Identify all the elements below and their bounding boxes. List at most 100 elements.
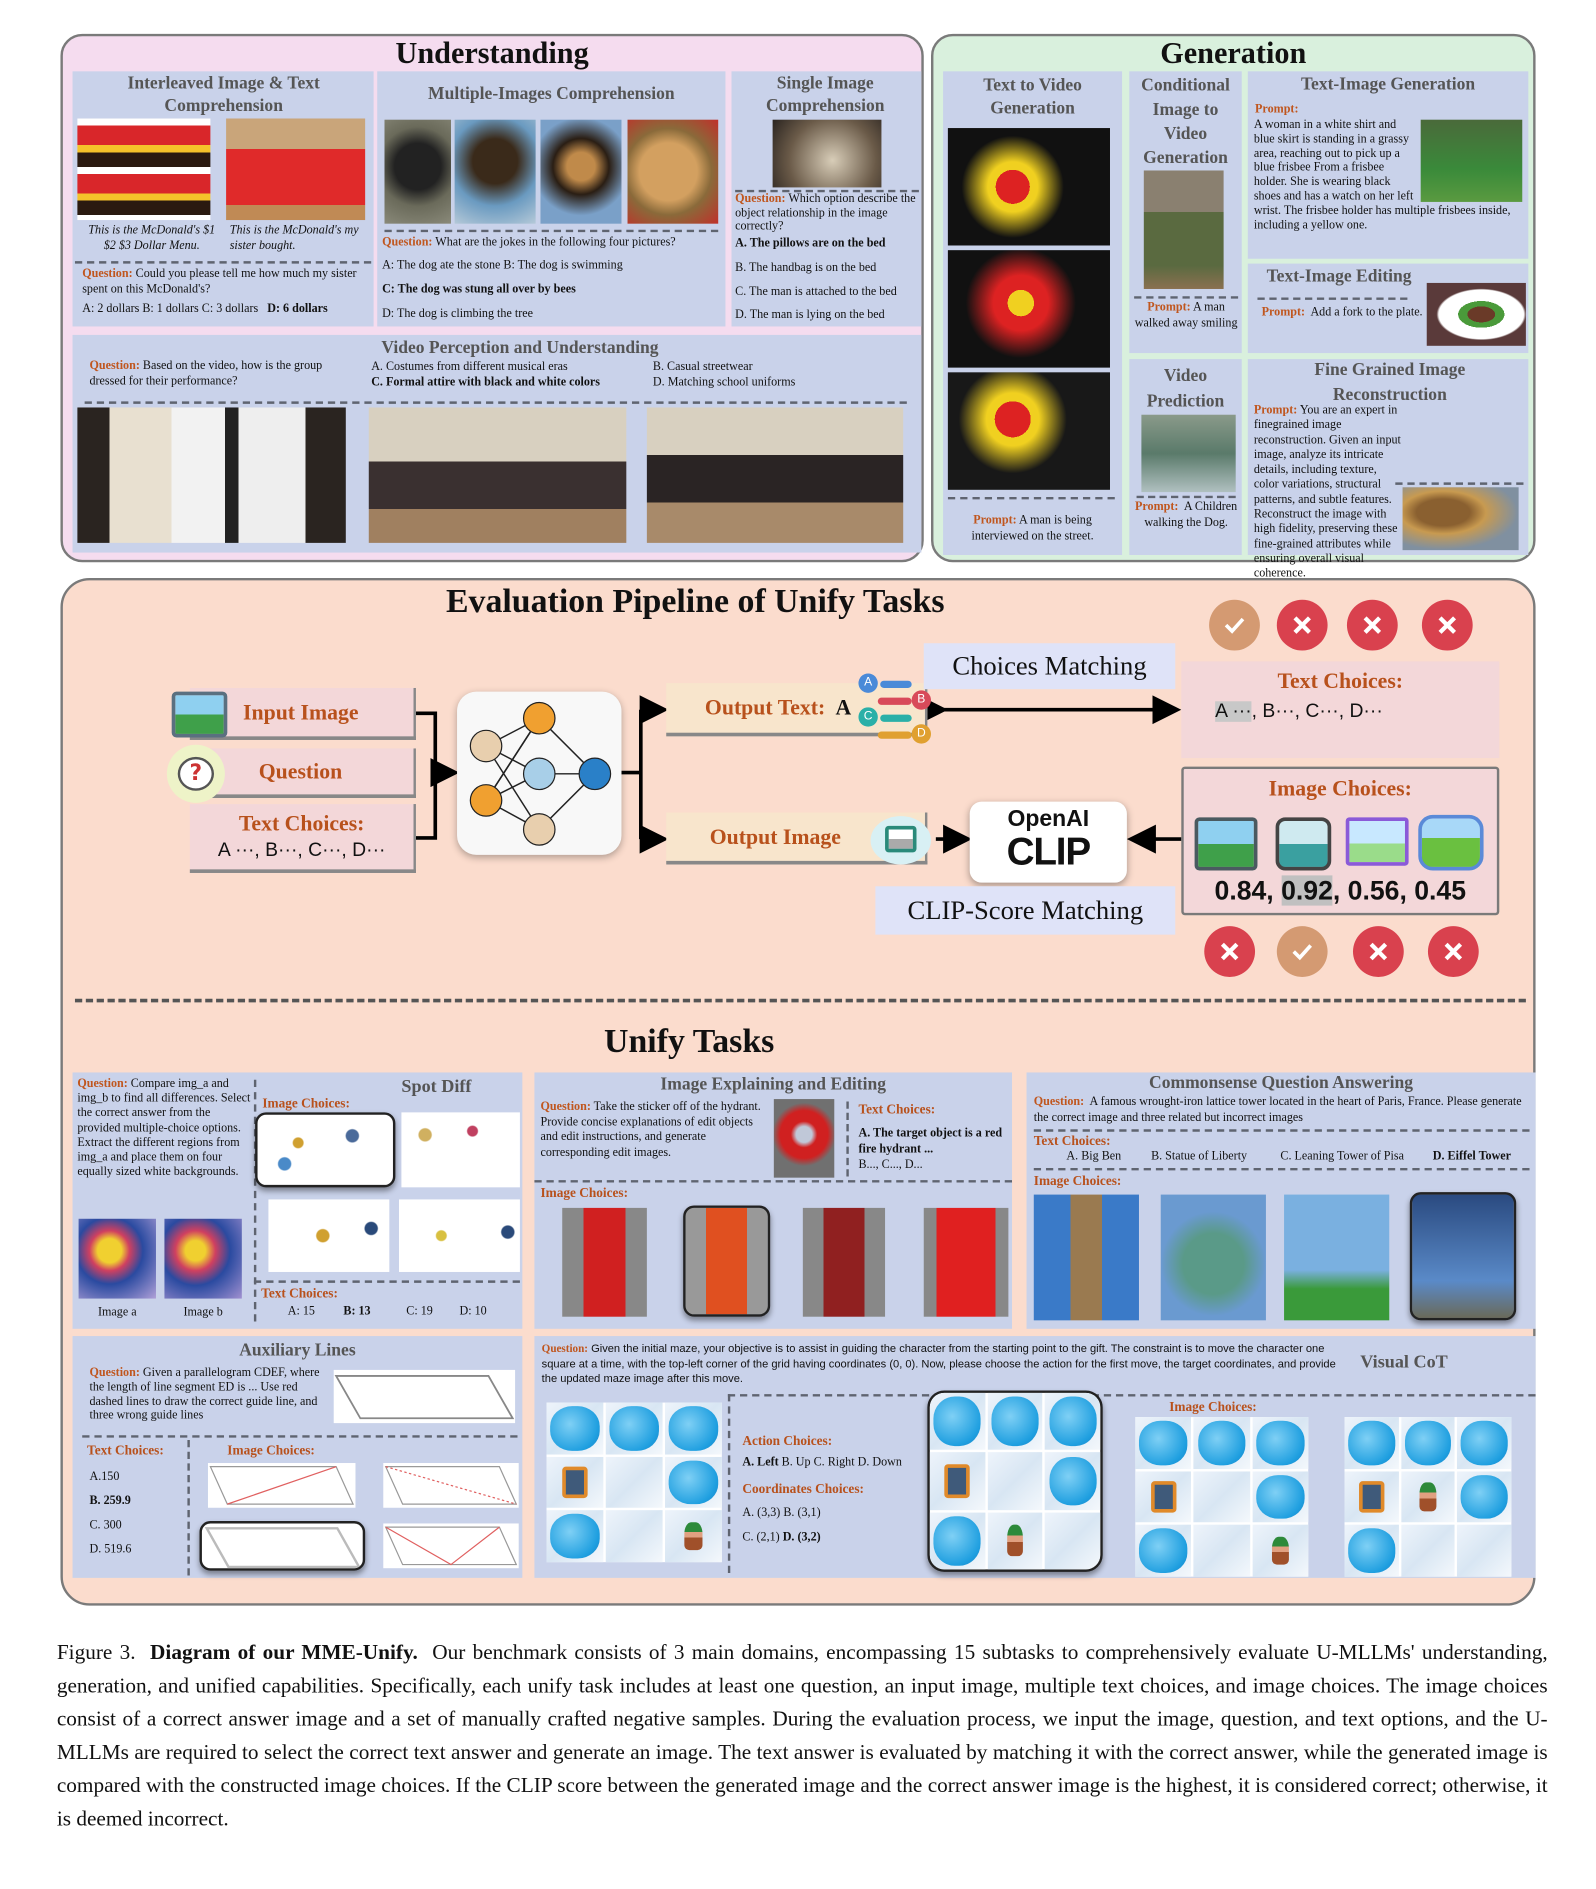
ice-hole-icon [1461, 1420, 1508, 1466]
clip-logo-text: CLIP [1006, 829, 1092, 873]
hydrant-choice [923, 1207, 1009, 1317]
choice: B. Statue of Liberty [1151, 1149, 1248, 1164]
ci2v-title: Conditional Image to Video Generation [1141, 76, 1230, 169]
question-text: Question: Based on the video, how is the… [89, 359, 323, 388]
unify-title: Unify Tasks [604, 1022, 775, 1061]
choice-answer: B: 13 [343, 1304, 371, 1318]
maze-cell-ice [605, 1402, 663, 1455]
gift-icon [1150, 1481, 1177, 1513]
parallelogram-figure [333, 1369, 516, 1424]
elf-character-icon [1271, 1536, 1289, 1566]
vp-box: Video Prediction Prompt: A Children walk… [1129, 359, 1242, 555]
action-choices: A. Left B. Up C. Right D. Down [742, 1455, 902, 1470]
mcdonalds-menu-image [77, 118, 211, 221]
hydrant-choice [562, 1207, 647, 1317]
coordinate-choices: A. (3,3) B. (3,1) [742, 1506, 821, 1520]
cross-icon [1276, 599, 1328, 651]
ice-hole-icon [1404, 1420, 1452, 1466]
maze-cell-ice [1344, 1417, 1399, 1469]
question-text: Question: Given a parallelogram CDEF, wh… [89, 1366, 320, 1423]
image-icon [171, 691, 228, 738]
figure-title: Diagram of our MME-Unify. [150, 1639, 418, 1664]
aux-lines-box: Auxiliary Lines Question: Given a parall… [72, 1336, 523, 1578]
text-choices-label: Text Choices: [1033, 1134, 1111, 1149]
gift-icon [1359, 1481, 1384, 1513]
mllm-network-icon [457, 691, 622, 855]
video-box: Video Perception and Understanding Quest… [72, 334, 922, 553]
vp-title: Video Prediction [1146, 366, 1225, 412]
video-frame-1 [947, 128, 1110, 246]
text-choices-label: Text Choices: [1277, 668, 1404, 693]
maze-cell-ice [546, 1510, 604, 1563]
prompt-text: Prompt: A Children walking the Dog. [1135, 500, 1238, 529]
maze-cell-ice [1135, 1417, 1192, 1469]
maze-choice [1135, 1417, 1309, 1577]
input-image-box: Input Image [189, 687, 416, 740]
plate-image [1426, 282, 1526, 346]
guide-line-choice [207, 1463, 356, 1508]
maze-cell-snow [1193, 1525, 1250, 1577]
coordinate-choices: C. (2,1) D. (3,2) [742, 1530, 821, 1545]
painting-image-b [164, 1218, 242, 1299]
input-image-label: Input Image [243, 700, 359, 725]
choice-answer: C: The dog was stung all over by bees [382, 282, 576, 297]
initial-maze [546, 1402, 722, 1563]
choice: D. Matching school uniforms [652, 376, 796, 390]
openai-logo-text: OpenAI [1007, 806, 1090, 832]
man-walking-image [1143, 170, 1224, 289]
choice: A: 15 [287, 1304, 315, 1318]
choice-answer: C. Formal attire with black and white co… [371, 376, 601, 390]
dog-image-2 [454, 119, 536, 224]
bedroom-image [772, 119, 882, 188]
choice: C. The man is attached to the bed [735, 285, 897, 299]
text-choices-label: Text Choices: [858, 1102, 936, 1118]
badge-c: C [858, 707, 878, 727]
ice-hole-icon [991, 1396, 1039, 1447]
text-choices-label: Text Choices: [261, 1286, 338, 1301]
ice-hole-icon [609, 1406, 659, 1451]
maze-cell-ice [665, 1402, 722, 1455]
check-icon [1209, 599, 1260, 651]
multi-image-title: Multiple-Images Comprehension [428, 84, 675, 104]
choice: B. Casual streetwear [652, 360, 753, 374]
elf-character-icon [684, 1522, 702, 1551]
text-choices-label: Text Choices: [238, 811, 365, 836]
question-text: Question: Could you please tell me how m… [82, 267, 357, 296]
video-title: Video Perception and Understanding [381, 338, 659, 358]
big-ben-image [1033, 1194, 1139, 1321]
choice: B. The handbag is on the bed [735, 261, 877, 275]
badge-b: B [911, 690, 932, 710]
image-choices-label: Image Choices: [227, 1443, 315, 1459]
question-text: Question: A famous wrought-iron lattice … [1033, 1095, 1522, 1124]
ice-hole-icon [1048, 1396, 1097, 1447]
image-choice-icon-3 [1345, 817, 1409, 866]
maze-cell-ice [665, 1456, 722, 1509]
image-choice-icon-4 [1418, 814, 1484, 871]
ice-hole-icon [1139, 1528, 1188, 1574]
fg-box: Fine Grained Image Reconstruction Prompt… [1247, 359, 1529, 581]
t2v-box: Text to Video Generation Prompt: A man i… [943, 71, 1123, 555]
choice: C. Leaning Tower of Pisa [1280, 1149, 1404, 1164]
tig-title: Text-Image Generation [1300, 74, 1476, 95]
ice-hole-icon [933, 1516, 982, 1566]
generation-title: Generation [1160, 37, 1307, 71]
interleaved-title: Interleaved Image & Text Comprehension [127, 73, 320, 117]
commonsense-title: Commonsense Question Answering [1149, 1073, 1414, 1094]
maze-cell-ice [1045, 1392, 1101, 1451]
output-text-value: A [835, 695, 852, 720]
output-text-box: Output Text:A [666, 683, 928, 737]
guide-line-choice [383, 1463, 519, 1508]
pipeline-arrows [415, 695, 1182, 854]
choice-answer: A. The pillows are on the bed [735, 236, 886, 251]
maze-cell-ice [1252, 1471, 1309, 1523]
happy-meal-image [226, 118, 366, 221]
aux-lines-title: Auxiliary Lines [239, 1340, 356, 1361]
insect-image [1402, 487, 1519, 551]
question-text: Question: Take the sticker off of the hy… [540, 1100, 761, 1159]
choice: D. 519.6 [89, 1542, 132, 1557]
image-choice-icon-2 [1275, 817, 1332, 871]
figure-caption: Figure 3. Diagram of our MME-Unify. Our … [57, 1636, 1548, 1836]
dog-image-1 [384, 119, 451, 224]
maze-cell-ice [1252, 1417, 1309, 1469]
video-frame-2 [947, 250, 1110, 368]
